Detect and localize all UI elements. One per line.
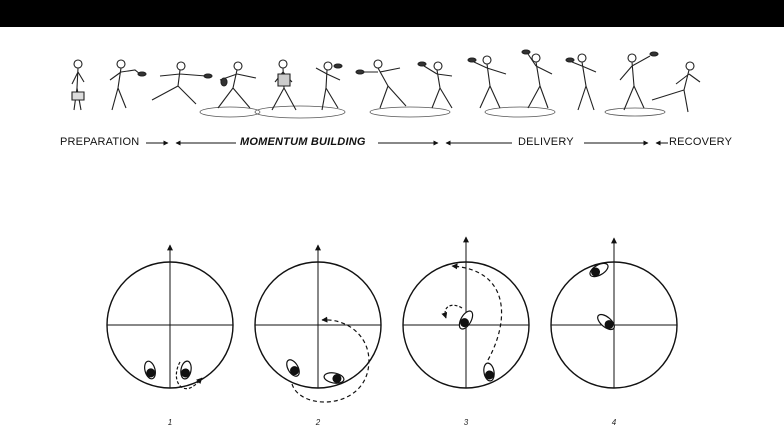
athlete-figure-10 xyxy=(521,49,553,109)
footwork-diagrams xyxy=(106,236,678,403)
athlete-figure-5 xyxy=(271,59,297,111)
footprint-center xyxy=(597,313,615,331)
athlete-figure-1 xyxy=(71,59,85,111)
footwork-diagram-2 xyxy=(254,244,382,403)
athlete-figure-12 xyxy=(619,51,659,111)
diagram-number-2: 2 xyxy=(315,418,321,427)
front-path-arrow xyxy=(451,263,503,361)
diagram-number-1: 1 xyxy=(167,418,173,427)
diagram-number-4: 4 xyxy=(611,418,617,427)
athlete-figure-11 xyxy=(565,53,597,111)
top-black-bar xyxy=(0,0,784,27)
athlete-figure-2 xyxy=(109,59,147,111)
athlete-figure-4 xyxy=(217,61,257,109)
footprint-left xyxy=(144,360,156,380)
phase-label-delivery: DELIVERY xyxy=(518,136,574,148)
footprint-front xyxy=(589,262,609,278)
footwork-diagram-3 xyxy=(402,236,530,389)
diagram-number-3: 3 xyxy=(463,418,469,427)
athlete-figure-3 xyxy=(151,61,213,105)
phase-label-recovery: RECOVERY xyxy=(669,136,733,148)
pivot-path-arrow xyxy=(175,361,203,390)
throwing-circle-ground xyxy=(199,105,666,119)
athlete-figure-9 xyxy=(467,55,507,109)
rotation-path-arrow xyxy=(291,316,370,403)
footprint-back xyxy=(483,362,495,382)
footprint-center xyxy=(458,310,474,330)
athlete-sequence xyxy=(71,49,701,119)
phase-label-momentum-building: MOMENTUM BUILDING xyxy=(240,136,366,148)
footprint-right xyxy=(323,372,345,384)
footprint-left xyxy=(286,359,300,377)
athlete-figure-8 xyxy=(417,61,453,109)
footprint-right xyxy=(180,360,192,380)
athlete-figure-13 xyxy=(651,61,701,113)
athlete-figure-7 xyxy=(355,59,407,109)
athlete-figure-6 xyxy=(315,61,343,111)
phase-label-preparation: PREPARATION xyxy=(60,136,140,148)
footwork-diagram-1 xyxy=(106,244,234,390)
pivot-path-arrow xyxy=(441,304,463,319)
footwork-diagram-4 xyxy=(550,237,678,389)
